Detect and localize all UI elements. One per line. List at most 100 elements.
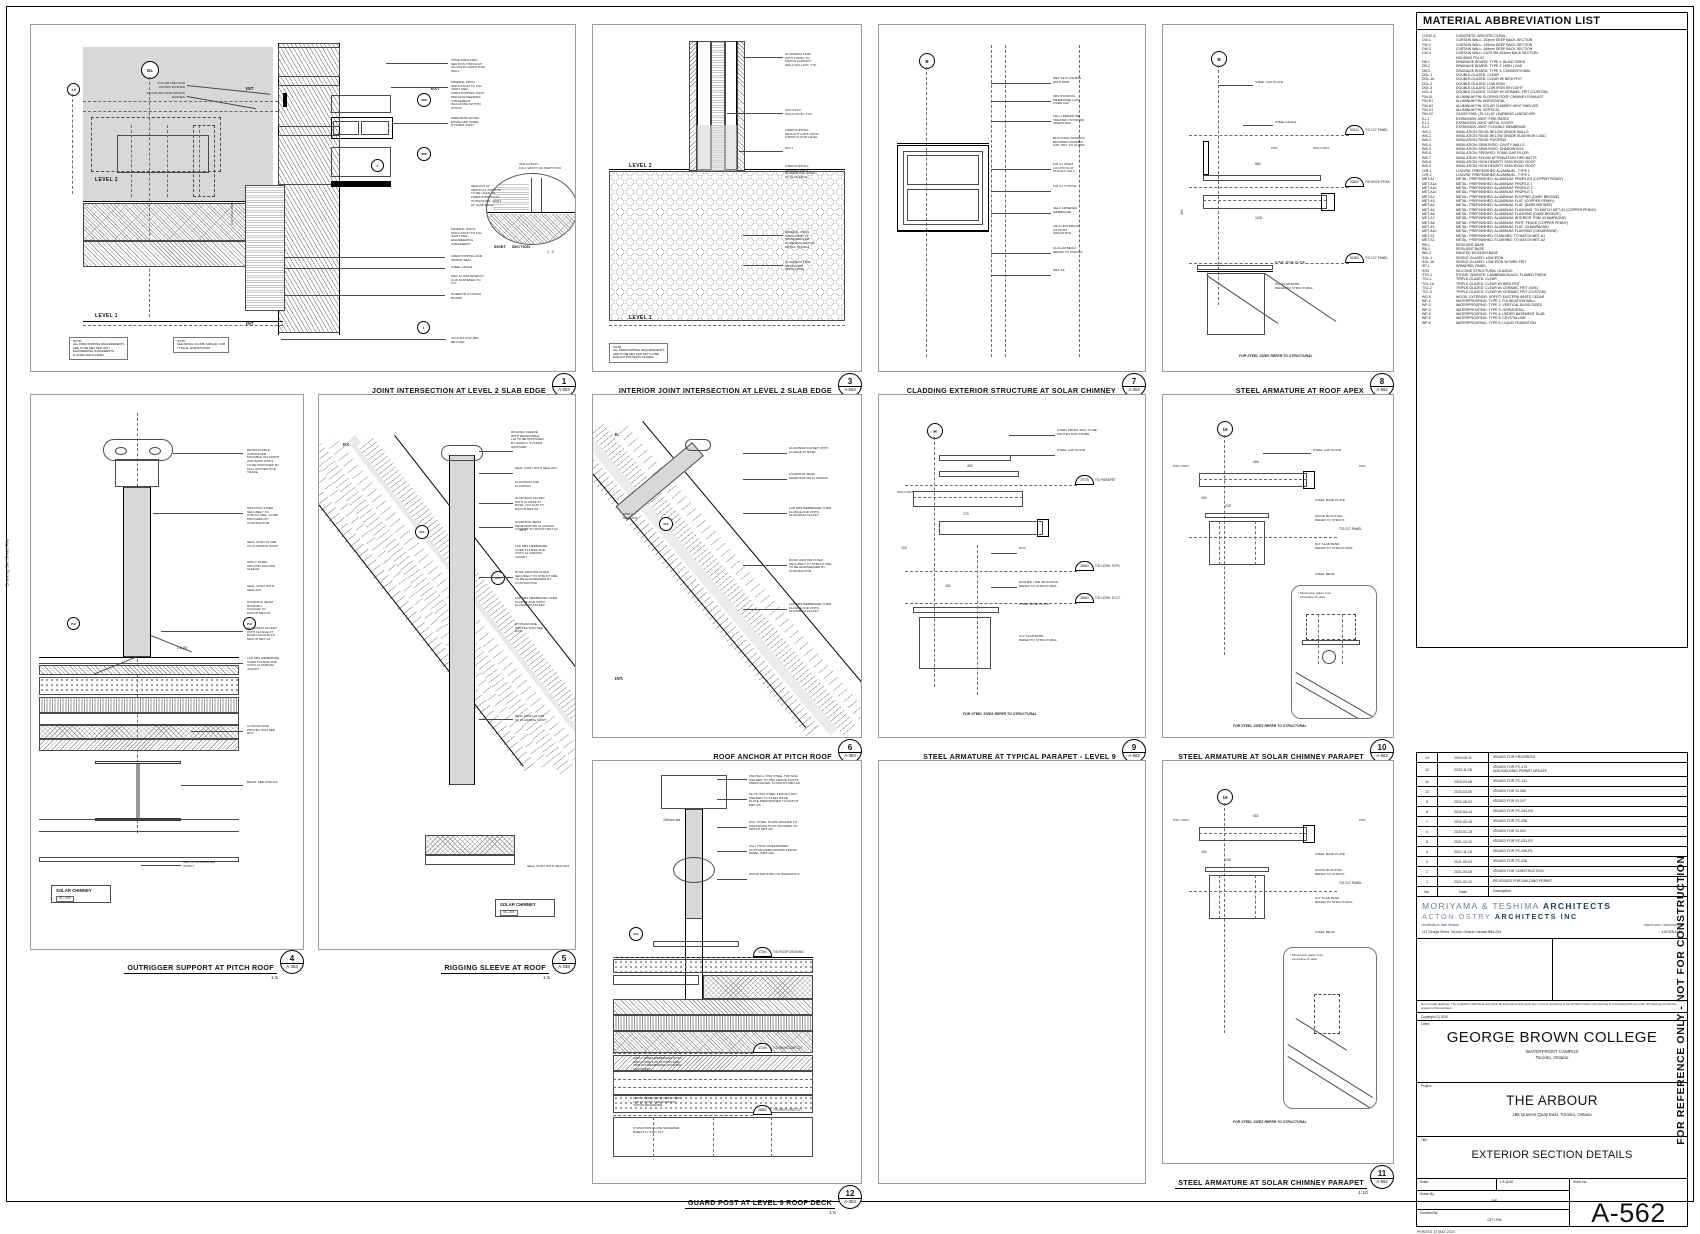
material-code: INS-1 [1422,129,1431,134]
annotation: HSS CONT. [1173,818,1190,822]
material-desc: CURTAIN WALL: 140mm DEEP BACK-SECTION [1456,42,1533,47]
section-bubble: B [919,53,935,69]
material-code: CW-1 [1422,38,1431,43]
material-desc: TRIPLE-GLAZED: CLEAR W/ CERAMIC FRIT (40… [1456,285,1538,290]
material-desc: PAINTED WOODEN BASE [1456,251,1498,256]
note: FOR STEEL SIZES REFER TO STRUCTURAL [1233,724,1307,728]
revision-date: 2021-11-15 [1438,847,1489,856]
section-bubble: 19 [1217,421,1233,437]
level-label: LEVEL 1 [629,315,652,321]
level-flag: 36600 T/O LEVEL 9 CLT [1075,593,1120,603]
annotation: SEAL JOINT WITH SEALANT [247,584,275,592]
printed-date: PRINTED 31 MAY 2024 [1417,1230,1455,1234]
detail-bubble: 6 A-353 [838,739,862,763]
annotation: STANCHION PLATE SCREWED DIRECTLY INTO CL… [633,1126,680,1134]
dimension: 105 [1225,504,1231,508]
material-desc: METAL: PREFINISHED: ALUMINUM: PROFILE 2 [1456,186,1533,191]
detail-panel-11[interactable]: 19 HSS CONT. HSS 450 190 105 STEEL BASE … [1162,760,1394,1164]
annotation: GLULAM BEAM REFER TO STRUCT. [1053,246,1084,254]
material-code: FIN-01 [1422,94,1433,99]
scale-label: Scale: [1417,1179,1497,1190]
material-desc: WATERPROOFING: TYPE 6: LIQUID TRANSITION [1456,320,1536,325]
annotation: PREFAB BUILDING ENVELOPE PANEL SYSTEM JO… [451,116,480,128]
material-desc: TRIPLE-GLAZED: CLEAR W/ BIRD FRIT [1456,281,1520,286]
level-flag: 37075 T/O PARAPET [1075,475,1116,485]
client-label: Client: [1421,1022,1431,1026]
material-desc: CURTAIN WALL: 203mm DEEP BACK-SECTION [1456,38,1533,43]
client-sub: WATERFRONT CAMPUS Toronto, Ontario [1525,1049,1579,1060]
material-code: SSG [1422,268,1430,273]
material-code: INS-9 [1422,164,1431,169]
level-flag: 37200 T/O 9th FLOOR CLT [753,1043,802,1053]
detail-panel-blank[interactable] [878,760,1146,1184]
annotation: ALUMINUM JACKET WITH FLANGE AT BASE. COL… [515,496,545,512]
annotation: HSS CONT. [1313,146,1330,150]
material-row: MET-S2 METAL: PREFINISHED: FLASHING: TO M… [1422,238,1683,242]
project-label: Project: [1421,1084,1432,1088]
material-code: INS-3 [1422,138,1431,143]
revision-date: 2023-03-06 [1438,787,1489,796]
material-desc: INSULATION: RIGID: BELOW GRADE SLAB:HIGH… [1456,133,1546,138]
annotation: MET-A7 MOUNTED IN CLIP FASTENED TO CLT [451,274,484,286]
detail-panel-4[interactable]: P/A P/A 1.8 (5)' RETRACTABLE OUTRIGGER M… [30,394,304,950]
material-list-header: MATERIAL ABBREVIATION LIST [1416,12,1688,30]
material-desc: EXPANSION JOINT: FLEXIBLE MEMBRANE [1456,125,1526,130]
material-desc: WOOD: EXTERIOR: SOFFIT: EASTERN WHITE CE… [1456,294,1545,299]
annotation: STEEL BASE PLATE [1019,602,1050,606]
material-desc: INSULATION: SPRAYED: FOAM: GAP FILLER [1456,151,1529,156]
detail-panel-3[interactable]: LEVEL 2 LEVEL 1 ALUMINUM TRIM WITH FINIS… [592,24,862,372]
material-code: MET-S2 [1422,238,1435,243]
annotation: SELF ADHERED MEMBRANE [1053,206,1078,214]
material-desc: METAL: PREFINISHED: ALUMINUM: PERF. FENC… [1456,220,1569,225]
detail-panel-12[interactable]: P/A 37200 T/O ROOF DECKING 37200 T/O 9th… [592,760,862,1184]
revision-no: 12 [1417,763,1438,776]
firm-websites[interactable]: mtarch.com / actonostry.ca [1643,923,1682,927]
annotation: STEEL BASE PLATE [1315,498,1346,502]
annotation: 51x76 HSS STEEL FENCE POST WELDED TO STE… [749,792,799,808]
annotation: HSS CONT. [897,490,914,494]
bottom-info-grid: Scale: 1:5 @ A0 Drawn By: NS Checked By:… [1416,1179,1688,1228]
material-code: FIN-V2 [1422,112,1434,117]
annotation: APPLY SEALANT [623,512,638,520]
material-desc: DOUBLE GLAZED: CLEAR W/ CERAMIC FRIT (CU… [1456,90,1548,95]
material-code: FIN-H1 [1422,99,1434,104]
detail-panel-6[interactable]: EXT. INT. P/A APPLY SEALANT ALUMINUM JAC… [592,394,862,738]
sheet-title-block: Title: EXTERIOR SECTION DETAILS [1416,1137,1688,1179]
detail-panel-7[interactable]: B MET-S2 FLASHING WITH DRIP SBS ROOFING … [878,24,1146,372]
detail-panel-10[interactable]: 19 STEEL CAP PLATE HSS CONT. HSS 450 190… [1162,394,1394,738]
material-desc: METAL: PREFINISHED: FLASHING: TO MATCH M… [1456,233,1546,238]
level-flag: 52600 T/O ROOF PEAK [1345,177,1390,187]
detail-panel-1[interactable]: GL 1.9 LEVEL 2 [30,24,576,372]
detail-panel-9[interactable]: H 37075 T/O PARAPET 36600 T/O LEVEL 9 FF… [878,394,1146,738]
material-code: TGL-1b [1422,281,1434,286]
annotation: STANDING SEAM ROOFING COLOUR TO MATCH ME… [247,600,274,616]
material-code: WP-4 [1422,312,1431,316]
detail-bubble: 11 A-562 [1370,1165,1394,1189]
project-block: Project: THE ARBOUR 185 Queens Quay East… [1416,1083,1688,1137]
material-code: LVR-1 [1422,168,1432,173]
material-desc: METAL: PREFINISHED: FLASHING: TO MATCH M… [1456,238,1546,243]
annotation: 19mm PRESSURE TREATED PLYWOOD SHEATHING [1053,114,1085,126]
title-label: Title: [1421,1138,1428,1142]
material-code: CW-4 [1422,51,1431,56]
detail-panel-5[interactable]: EXT. P/A P/A 18.5° [318,394,576,950]
detail-panel-8[interactable]: B 52610 T/O CLT PANEL 52600 T/O ROOF PEA… [1162,24,1394,372]
material-row: CW-1 CURTAIN WALL: 203mm DEEP BACK-SECTIO… [1422,38,1683,42]
material-desc: RESILIENT BASE [1456,246,1485,251]
not-for-construction-notice: FOR REFERENCE ONLY - NOT FOR CONSTRUCTIO… [1675,855,1687,1145]
